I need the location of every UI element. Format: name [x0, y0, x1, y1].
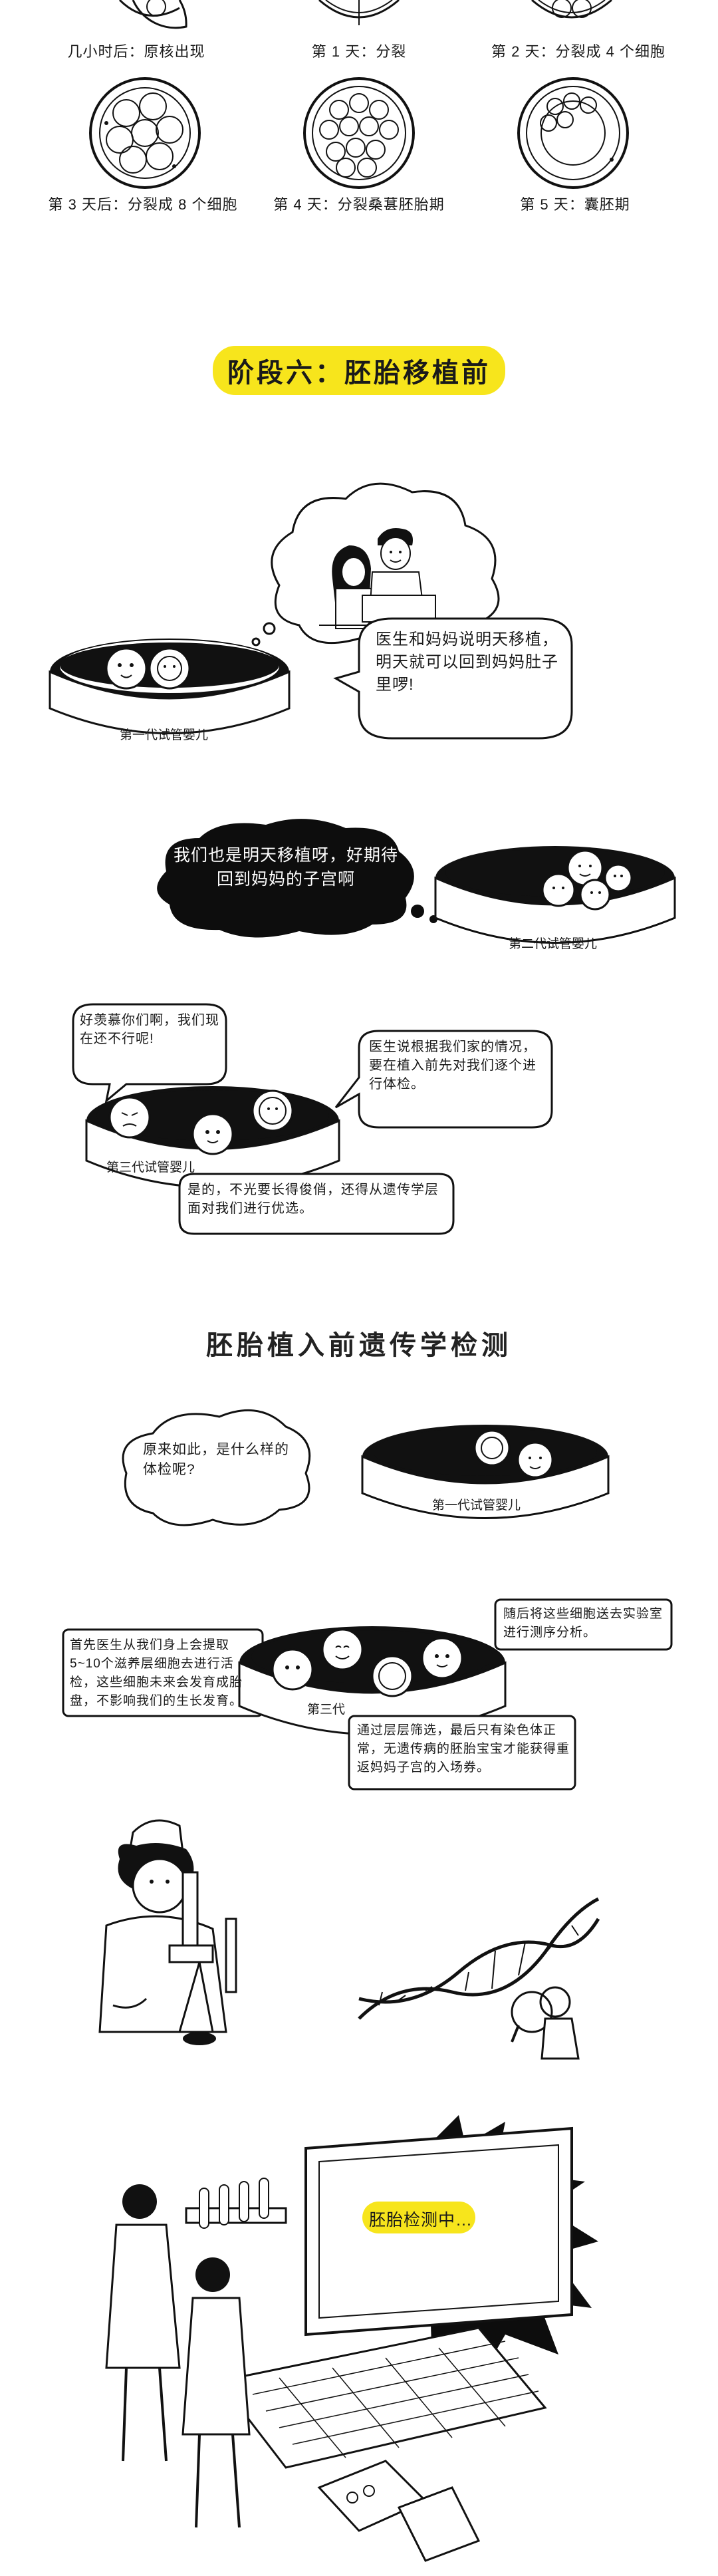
embryo-four-cell-icon	[531, 0, 612, 19]
speech-panel2: 我们也是明天移植呀，好期待回到妈妈的子宫啊	[173, 846, 398, 889]
speech-bubble-bottom-shape	[178, 1173, 455, 1235]
speech-bubble-left-shape	[72, 1003, 227, 1103]
panel4-illustration	[122, 1409, 610, 1526]
petri-dish-third-gen-icon	[85, 1086, 340, 1189]
embryo-face-icon	[579, 879, 611, 911]
panel3-illustration	[72, 1003, 553, 1235]
petri-dish-second-gen-icon	[434, 846, 676, 944]
dish-label-panel5: 第三代	[307, 1703, 346, 1717]
embryo-two-cell-icon	[318, 0, 400, 25]
stage-caption-day1: 第 1 天：分裂	[311, 43, 407, 60]
embryo-face-icon	[321, 1628, 364, 1671]
dark-speech-cloud-icon	[157, 819, 437, 938]
dish-label-first-gen: 第一代试管婴儿	[120, 728, 209, 742]
keyboard-icon	[217, 2327, 547, 2469]
embryo-eight-cell-icon	[89, 77, 201, 189]
stage-six-banner: 阶段六：胚胎移植前	[213, 346, 505, 395]
speech-panel3-right: 医生说根据我们家的情况，要在植入前先对我们逐个进行体检。	[369, 1040, 537, 1091]
speech-panel3-left: 好羡慕你们啊，我们现在还不行呢!	[80, 1013, 219, 1046]
doctor-figures-icon	[105, 2184, 251, 2528]
stage-caption-day4: 第 4 天：分裂桑葚胚胎期	[273, 196, 445, 213]
speech-panel5-right-top: 随后将这些细胞送去实验室进行测序分析。	[503, 1607, 663, 1640]
embryo-blastocyst-icon	[517, 77, 629, 189]
embryo-face-icon	[517, 1441, 554, 1479]
dish-label-second-gen: 第二代试管婴儿	[509, 937, 598, 951]
speech-panel3-bottom: 是的，不光要长得俊俏，还得从遗传学层面对我们进行优选。	[187, 1183, 439, 1216]
test-tube-rack-icon	[185, 2178, 287, 2229]
embryo-face-icon	[191, 1113, 234, 1155]
speech-panel1: 医生和妈妈说明天移植，明天就可以回到妈妈肚子里啰!	[376, 631, 558, 694]
dish-label-panel4: 第一代试管婴儿	[432, 1499, 521, 1512]
speech-panel4: 原来如此，是什么样的体检呢?	[143, 1442, 289, 1477]
doctor-mother-figures	[319, 528, 465, 629]
panel1-illustration	[49, 482, 573, 740]
speech-box-right-top-shape	[494, 1598, 673, 1651]
embryo-face-icon	[421, 1637, 463, 1679]
embryo-stage-illustrations	[89, 0, 629, 189]
dna-helix-icon	[358, 1897, 600, 2020]
scientist-microscope-icon	[98, 1819, 237, 2045]
embryo-face-icon	[105, 647, 148, 690]
embryo-face-icon	[541, 873, 576, 907]
computer-monitor-icon	[304, 2126, 573, 2337]
stage-six-title: 阶段六：胚胎移植前	[227, 358, 491, 388]
stage-caption-day5: 第 5 天：囊胚期	[520, 196, 630, 213]
embryo-face-icon	[271, 1648, 314, 1691]
embryo-face-icon	[148, 647, 191, 690]
speech-box-right-bottom-shape	[348, 1715, 576, 1790]
stage-caption-pronuclei: 几小时后：原核出现	[67, 43, 205, 60]
embryo-face-icon	[473, 1429, 511, 1467]
panel2-illustration	[157, 819, 676, 944]
embryo-face-icon	[604, 863, 633, 893]
computer-screen-status: 胚胎检测中…	[368, 2211, 473, 2229]
dish-label-third-gen: 第三代试管婴儿	[106, 1161, 195, 1175]
section-title-pgt: 胚胎植入前遗传学检测	[206, 1331, 512, 1360]
speech-panel5-left: 首先医生从我们身上会提取5~10个滋养层细胞去进行活检，这些细胞未来会发育成胎盘…	[70, 1638, 243, 1708]
speech-bubble-shape	[333, 617, 573, 740]
panel7-illustration	[105, 2115, 598, 2562]
petri-dish-first-gen-icon	[49, 639, 291, 734]
embryo-face-icon	[251, 1089, 294, 1132]
panel6-illustration	[98, 1819, 600, 2060]
lab-device-icon	[317, 2460, 481, 2562]
petri-dish-first-gen-icon	[361, 1425, 610, 1519]
stage-caption-day3: 第 3 天后：分裂成 8 个细胞	[48, 196, 238, 213]
stage-caption-day2: 第 2 天：分裂成 4 个细胞	[491, 43, 665, 60]
embryo-face-icon	[371, 1655, 414, 1697]
embryo-morula-icon	[303, 77, 415, 189]
speech-bubble-right-shape	[334, 1030, 553, 1129]
panel5-illustration	[62, 1598, 673, 1790]
embryo-worried-face-icon	[108, 1096, 151, 1139]
scientist-magnifier-icon	[511, 1986, 580, 2060]
petri-dish-third-gen-icon	[238, 1626, 507, 1735]
embryo-pronuclei-icon	[118, 0, 187, 29]
speech-cloud-shape	[122, 1409, 311, 1526]
speech-panel5-right-bottom: 通过层层筛选，最后只有染色体正常，无遗传病的胚胎宝宝才能获得重返妈妈子宫的入场券…	[357, 1723, 570, 1775]
thought-cloud-icon	[251, 482, 500, 650]
